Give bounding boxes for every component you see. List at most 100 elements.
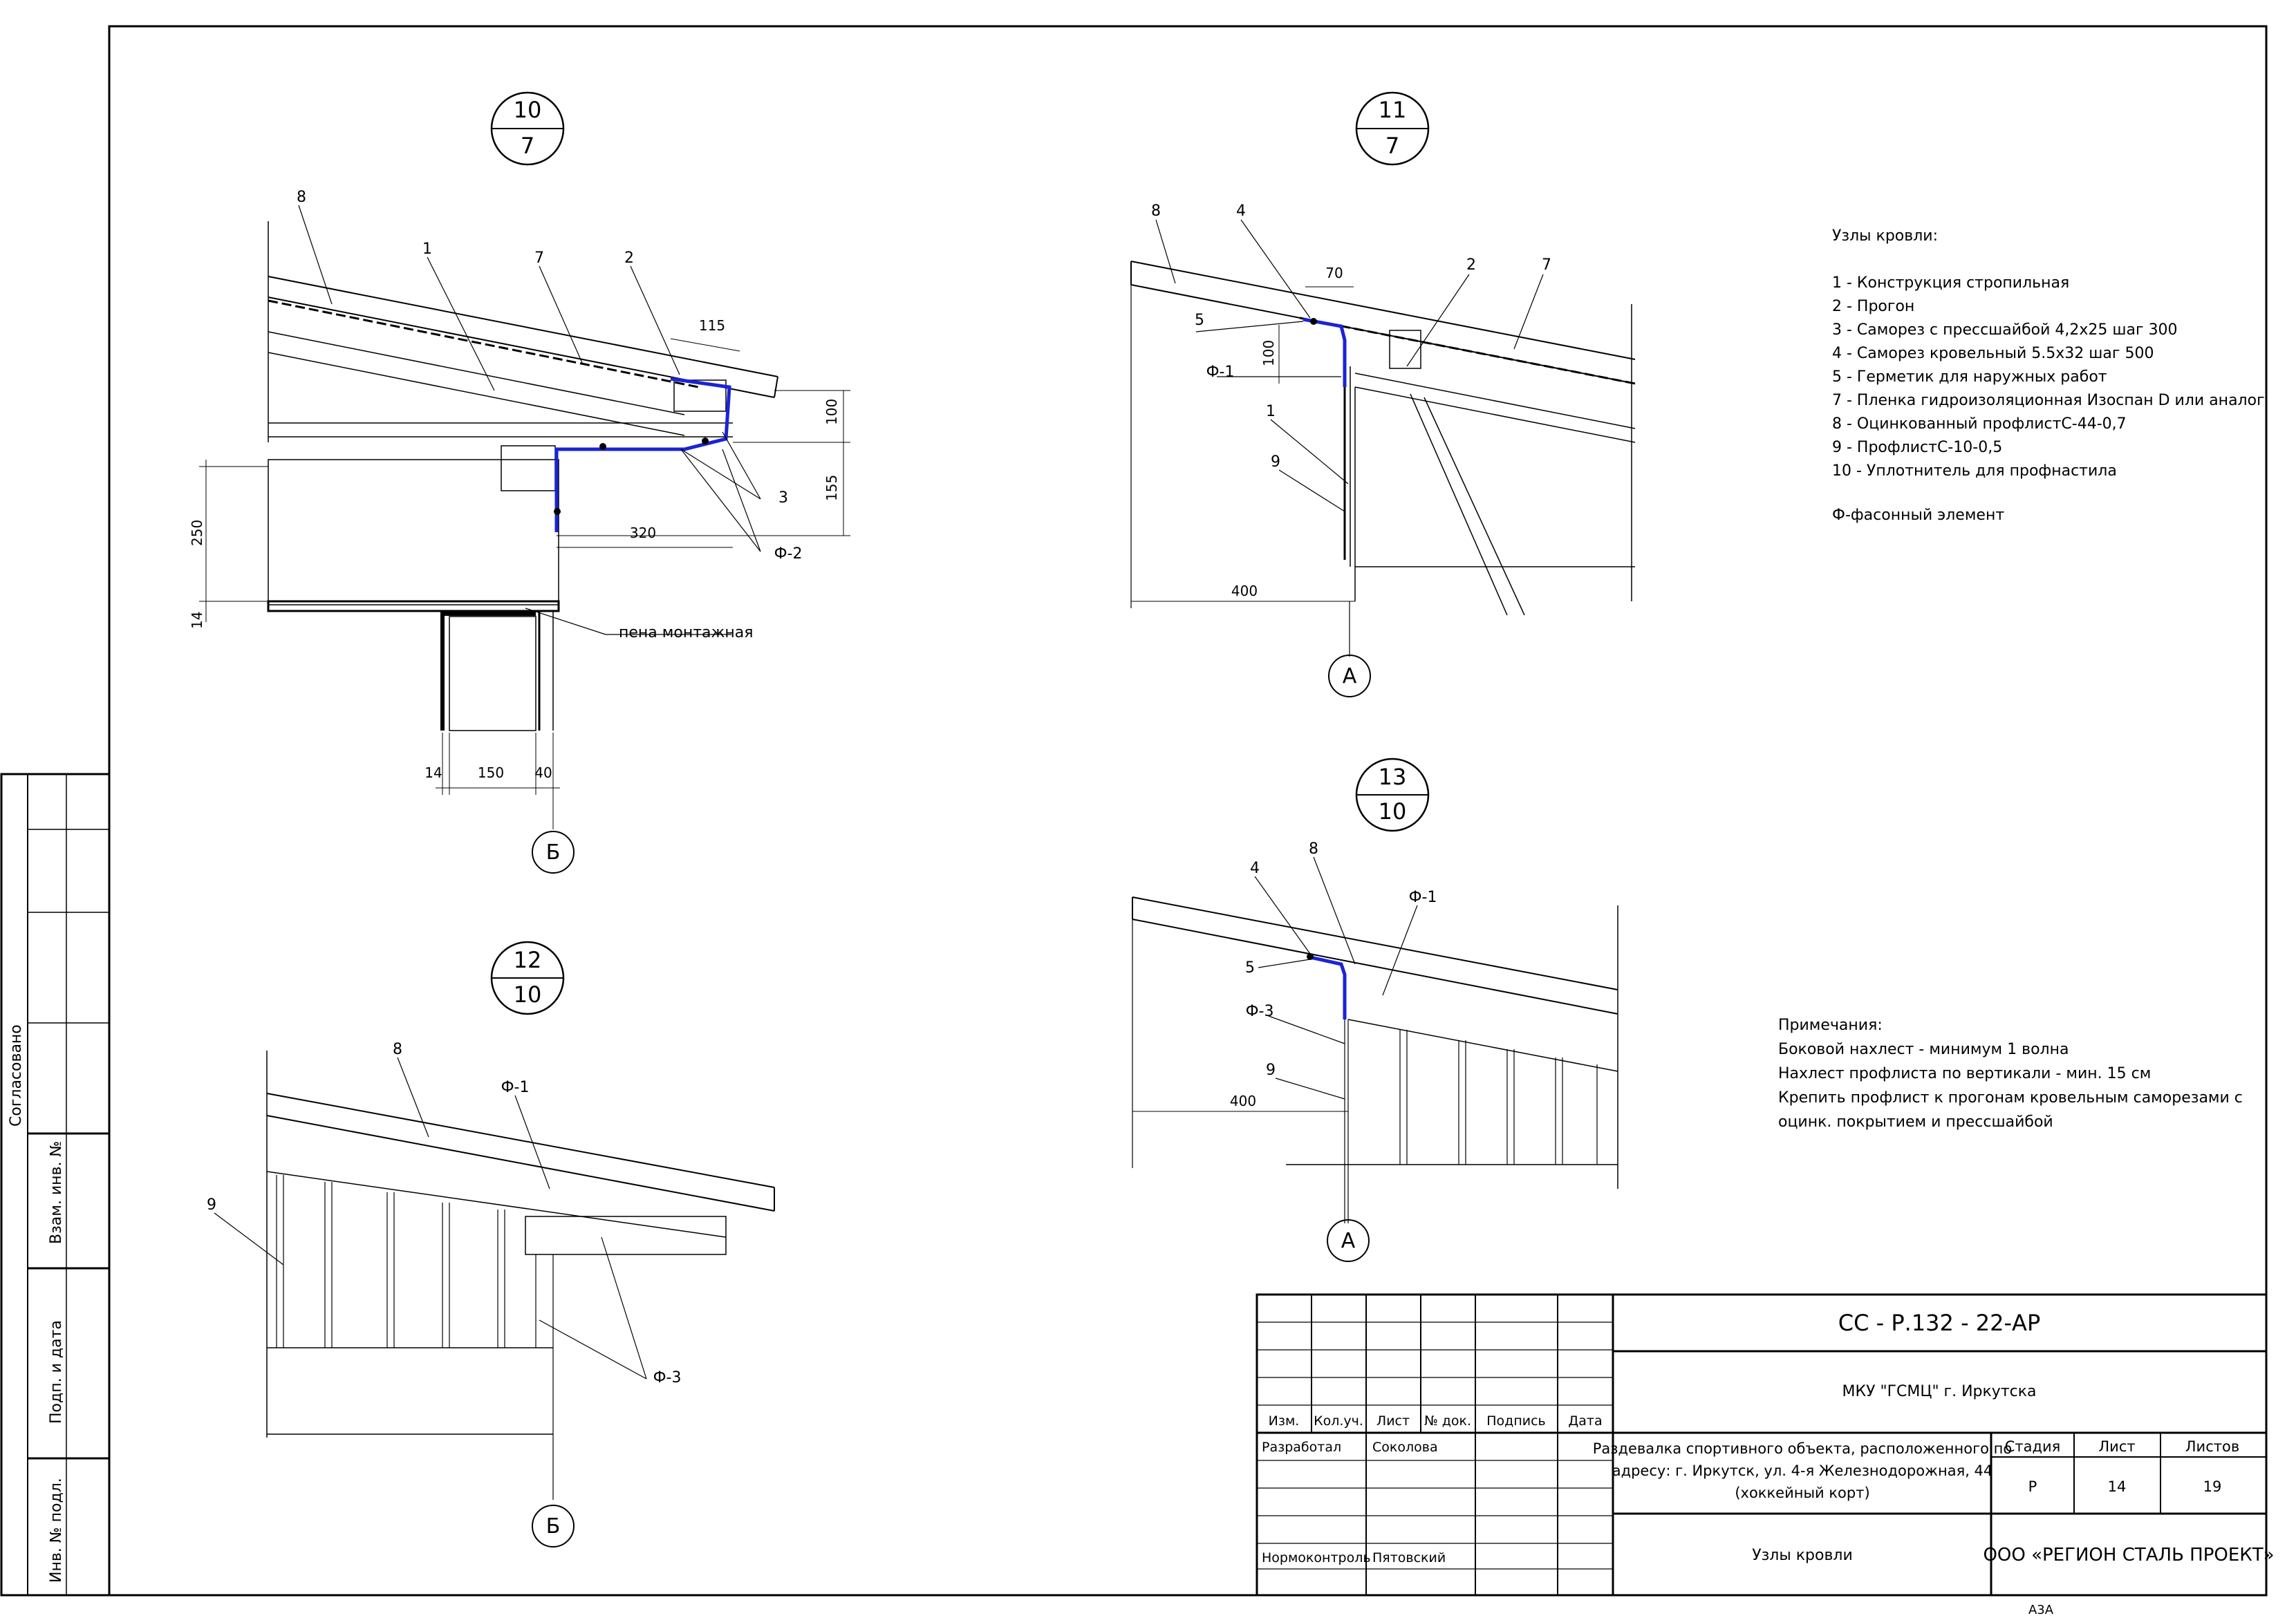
tb-sheet: 14 bbox=[2108, 1478, 2127, 1495]
tb-role-norm: Нормоконтроль bbox=[1262, 1550, 1371, 1565]
legend-item: 10 - Уплотнитель для профнастила bbox=[1832, 462, 2117, 480]
v11-axis-a: А bbox=[1343, 664, 1357, 688]
tb-object-line: (хоккейный корт) bbox=[1735, 1485, 1869, 1501]
view-10-sheet: 7 bbox=[521, 133, 534, 159]
view-12-sheet: 10 bbox=[514, 981, 542, 1008]
v12-callout-9: 9 bbox=[207, 1196, 216, 1214]
v11-callout-8: 8 bbox=[1151, 203, 1161, 220]
tb-col-list: Лист bbox=[1376, 1413, 1410, 1429]
v11-callout-9: 9 bbox=[1271, 453, 1280, 471]
v10-dim-150: 150 bbox=[478, 764, 504, 781]
v10-callout-8: 8 bbox=[297, 189, 306, 206]
view-11-number: 11 bbox=[1379, 97, 1407, 123]
v13-dim-400: 400 bbox=[1230, 1093, 1256, 1109]
tb-col-izm: Изм. bbox=[1269, 1413, 1300, 1429]
v13-callout-9: 9 bbox=[1266, 1062, 1276, 1079]
v13-callout-f1: Ф-1 bbox=[1409, 889, 1437, 906]
v12-axis-b: Б bbox=[546, 1514, 561, 1539]
title-block: Изм. Кол.уч. Лист № док. Подпись Дата Ра… bbox=[1256, 1293, 2275, 1597]
v10-callout-3: 3 bbox=[778, 489, 788, 507]
v10-callout-7: 7 bbox=[534, 250, 544, 267]
view-12-detail: 12 10 Б 8 Ф-1 9 Ф-3 bbox=[207, 941, 775, 1548]
v11-callout-7: 7 bbox=[1542, 256, 1551, 274]
v13-callout-f3: Ф-3 bbox=[1246, 1003, 1274, 1020]
legend-item: 2 - Прогон bbox=[1832, 298, 1914, 315]
v11-callout-1: 1 bbox=[1266, 403, 1276, 420]
v10-callout-f2: Ф-2 bbox=[774, 545, 803, 563]
stamp-sign-date: Подп. и дата bbox=[48, 1320, 65, 1424]
v12-callout-f1: Ф-1 bbox=[501, 1079, 530, 1096]
tb-object-line: Раздевалка спортивного объекта, располож… bbox=[1593, 1440, 2012, 1457]
tb-col-data: Дата bbox=[1568, 1413, 1602, 1429]
tb-sheets-label: Листов bbox=[2185, 1438, 2239, 1455]
tb-role-dev-name: Соколова bbox=[1372, 1440, 1438, 1455]
legend-title: Узлы кровли: bbox=[1832, 227, 1938, 245]
v10-dim-320: 320 bbox=[630, 525, 656, 541]
tb-company: ООО «РЕГИОН СТАЛЬ ПРОЕКТ» bbox=[1983, 1545, 2274, 1565]
v12-callout-f3: Ф-3 bbox=[653, 1369, 682, 1386]
view-10-marker: 10 7 bbox=[490, 91, 565, 166]
notes-line: Крепить профлист к прогонам кровельным с… bbox=[1778, 1089, 2243, 1107]
legend-item: 7 - Пленка гидроизоляционная Изоспан D и… bbox=[1832, 392, 2265, 409]
v13-callout-4: 4 bbox=[1250, 860, 1260, 877]
v10-dim-250: 250 bbox=[189, 520, 205, 546]
notes-line: Боковой нахлест - минимум 1 волна bbox=[1778, 1041, 2069, 1058]
v10-callout-2: 2 bbox=[624, 250, 634, 267]
stamp-inv-orig: Инв. № подл. bbox=[48, 1478, 65, 1583]
tb-col-podp: Подпись bbox=[1486, 1413, 1545, 1429]
tb-client: МКУ "ГСМЦ" г. Иркутска bbox=[1842, 1383, 2036, 1400]
v10-dim-100: 100 bbox=[823, 399, 840, 425]
tb-stage-label: Стадия bbox=[2005, 1438, 2061, 1455]
legend-item: 4 - Саморез кровельный 5.5х32 шаг 500 bbox=[1832, 345, 2154, 362]
view-11-detail: 11 7 400 А 70 100 8 bbox=[1130, 91, 1636, 697]
tb-col-doc: № док. bbox=[1424, 1413, 1471, 1429]
view-13-sheet: 10 bbox=[1379, 798, 1407, 825]
view-11-marker: 11 7 bbox=[1355, 91, 1430, 166]
tb-role-norm-name: Пятовский bbox=[1372, 1550, 1446, 1565]
v13-axis-a: А bbox=[1341, 1229, 1356, 1253]
legend-item: 3 - Саморез с прессшайбой 4,2х25 шаг 300 bbox=[1832, 321, 2178, 339]
tb-code: СС - Р.132 - 22-АР bbox=[1838, 1310, 2040, 1336]
legend-item: 5 - Герметик для наружных работ bbox=[1832, 368, 2107, 386]
sheet-format: А3А bbox=[2028, 1603, 2054, 1617]
sheet-frame bbox=[108, 25, 2268, 1597]
v11-callout-5: 5 bbox=[1195, 312, 1204, 329]
v11-callout-4: 4 bbox=[1236, 203, 1246, 220]
notes: Примечания: Боковой нахлест - минимум 1 … bbox=[1778, 1017, 2243, 1131]
notes-line: Нахлест профлиста по вертикали - мин. 15… bbox=[1778, 1065, 2151, 1082]
v10-callout-1: 1 bbox=[422, 241, 432, 258]
view-10-number: 10 bbox=[514, 97, 542, 123]
view-11-sheet: 7 bbox=[1385, 133, 1399, 159]
v13-callout-8: 8 bbox=[1309, 840, 1318, 858]
view-12-number: 12 bbox=[514, 947, 542, 973]
stamp-agreed: Согласовано bbox=[8, 1024, 25, 1127]
tb-stage: Р bbox=[2028, 1478, 2037, 1495]
v12-callout-8: 8 bbox=[393, 1041, 402, 1058]
tb-sheets: 19 bbox=[2203, 1478, 2222, 1495]
v10-dim-14: 14 bbox=[424, 764, 442, 781]
view-13-detail: 13 10 400 А 4 8 Ф-1 5 bbox=[1132, 758, 1618, 1262]
view-13-number: 13 bbox=[1379, 764, 1407, 790]
legend-item: 1 - Конструкция стропильная bbox=[1832, 274, 2069, 292]
v11-dim-70: 70 bbox=[1325, 265, 1343, 281]
v10-callout-foam: пена монтажная bbox=[619, 624, 753, 641]
v11-callout-2: 2 bbox=[1466, 256, 1476, 274]
v10-dim-155: 155 bbox=[823, 475, 840, 501]
v11-callout-f1: Ф-1 bbox=[1206, 364, 1235, 381]
view-12-marker: 12 10 bbox=[490, 941, 565, 1015]
tb-col-kol: Кол.уч. bbox=[1314, 1413, 1363, 1429]
legend-item: 9 - ПрофлистС-10-0,5 bbox=[1832, 439, 2002, 456]
v11-dim-100: 100 bbox=[1260, 340, 1277, 366]
notes-title: Примечания: bbox=[1778, 1017, 1883, 1034]
v10-dim-40: 40 bbox=[534, 764, 552, 781]
v11-dim-400: 400 bbox=[1231, 583, 1258, 599]
tb-role-dev: Разработал bbox=[1262, 1440, 1341, 1455]
left-stamp: Согласовано Взам. инв. № Подп. и дата Ин… bbox=[0, 773, 111, 1597]
v10-dim-115: 115 bbox=[699, 317, 725, 334]
v13-callout-5: 5 bbox=[1245, 959, 1255, 977]
legend-item: 8 - Оцинкованный профлистС-44-0,7 bbox=[1832, 415, 2127, 433]
legend-note: Ф-фасонный элемент bbox=[1832, 507, 2004, 524]
v10-dim-14-vertical: 14 bbox=[189, 612, 205, 629]
notes-line: оцинк. покрытием и прессшайбой bbox=[1778, 1113, 2053, 1131]
